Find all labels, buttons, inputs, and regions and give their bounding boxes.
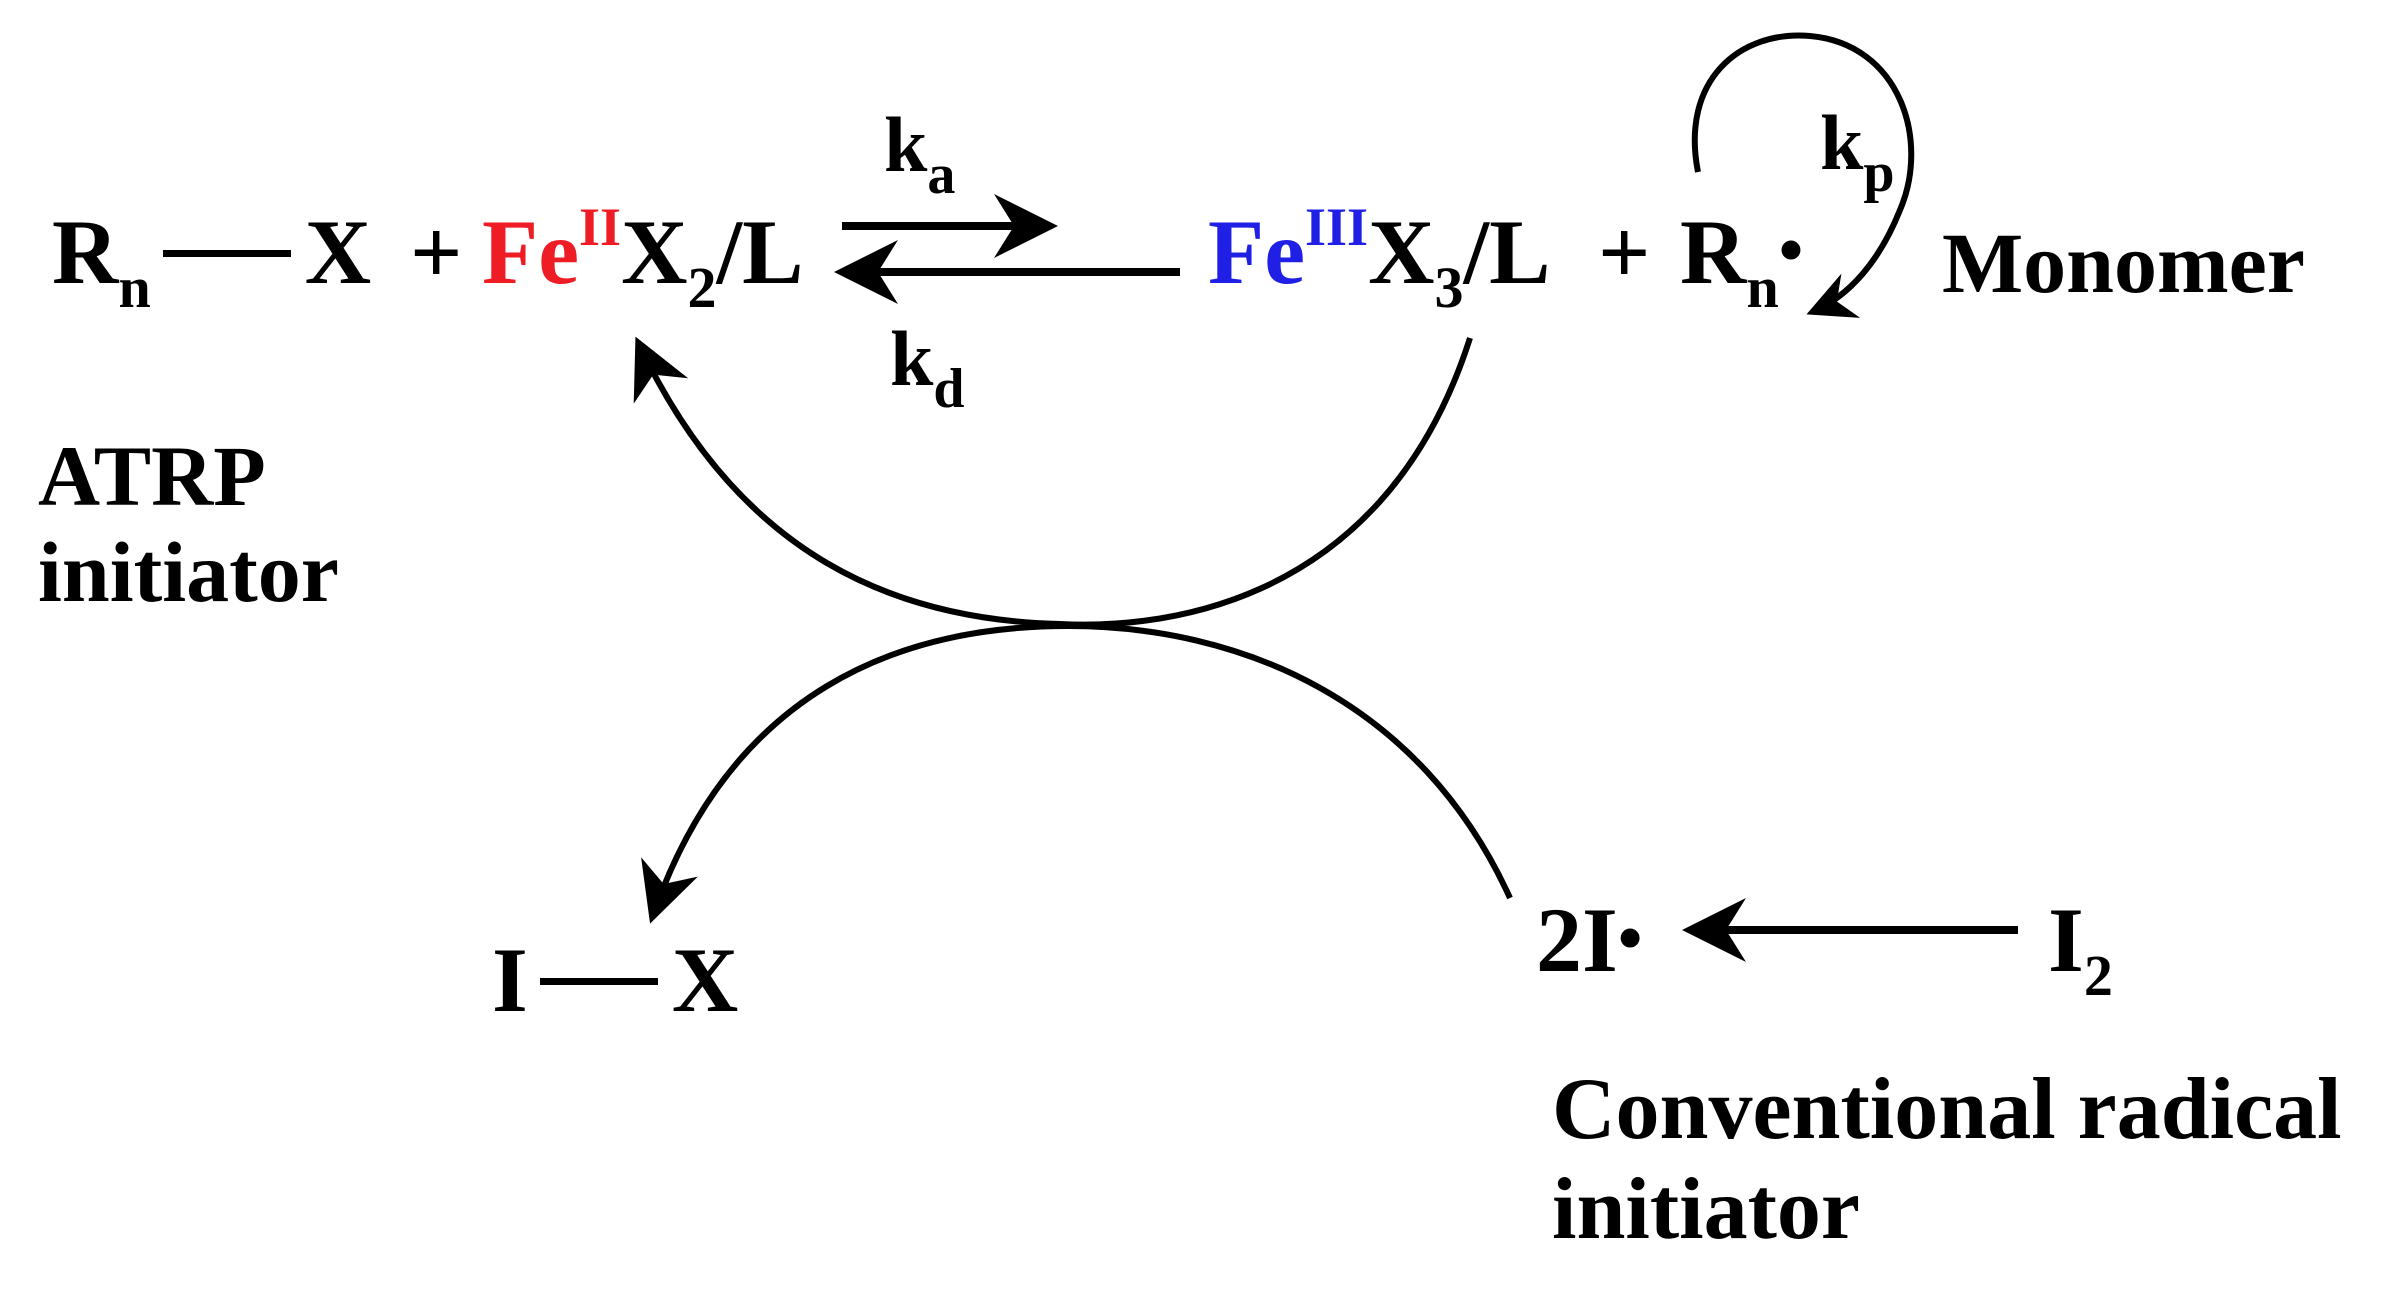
propagating-radical: Rn• bbox=[1680, 206, 1804, 317]
plus-sign-1: + bbox=[410, 201, 463, 303]
radical-subscript: n bbox=[1746, 255, 1779, 320]
atrp-initiator-line1: ATRP bbox=[38, 428, 266, 524]
rn-subscript: n bbox=[118, 255, 151, 320]
ix-i-symbol: I bbox=[492, 929, 528, 1031]
two-i-radical-dot: • bbox=[1617, 900, 1643, 977]
fe-iii-oxidation-state: III bbox=[1305, 197, 1369, 257]
radical-dot: • bbox=[1778, 212, 1804, 289]
atrp-initiator-line2: initiator bbox=[38, 524, 339, 621]
conventional-initiator-line2: initiator bbox=[1552, 1161, 1860, 1259]
two-i-symbol: 2I bbox=[1536, 889, 1618, 991]
conventional-initiator-line1: Conventional radical bbox=[1552, 1061, 2342, 1158]
kd-symbol: k bbox=[890, 315, 934, 402]
atrp-initiator-label: ATRP initiator bbox=[38, 428, 339, 621]
i2-subscript: 2 bbox=[2083, 943, 2113, 1008]
rn-x-bond bbox=[162, 250, 291, 258]
conventional-initiator-i2: I2 bbox=[2048, 894, 2113, 1005]
ka-subscript: a bbox=[927, 144, 956, 206]
lower-cycle-arc bbox=[641, 622, 1513, 924]
fe-iii-halide-subscript: 3 bbox=[1434, 255, 1464, 320]
rate-constant-kd: kd bbox=[890, 320, 965, 418]
halogen-x: X bbox=[304, 201, 372, 303]
fe-iii-symbol: Fe bbox=[1208, 201, 1306, 303]
radical-r-symbol: R bbox=[1680, 201, 1747, 303]
propagation-loop-arrow bbox=[1691, 32, 1915, 318]
iron-ii-complex: FeIIX2/L bbox=[482, 200, 803, 317]
plus-sign-2: + bbox=[1598, 201, 1651, 303]
fe-ii-symbol: Fe bbox=[482, 201, 580, 303]
ix-bond bbox=[539, 978, 658, 986]
fe-iii-ligand: /L bbox=[1463, 201, 1551, 303]
rate-constant-kp: kp bbox=[1820, 104, 1895, 202]
fe-ii-halide: X bbox=[621, 201, 688, 303]
kp-symbol: k bbox=[1820, 99, 1864, 186]
ix-x-symbol: X bbox=[671, 929, 739, 1031]
kp-subscript: p bbox=[1863, 142, 1895, 204]
rn-symbol: R bbox=[52, 201, 119, 303]
fe-ii-ligand: /L bbox=[716, 201, 804, 303]
rate-constant-ka: ka bbox=[884, 106, 955, 204]
i2-symbol: I bbox=[2048, 889, 2084, 991]
ka-symbol: k bbox=[884, 101, 928, 188]
fe-ii-halide-subscript: 2 bbox=[687, 255, 717, 320]
conventional-initiator-label: Conventional radical initiator bbox=[1552, 1060, 2342, 1261]
fe-ii-oxidation-state: II bbox=[579, 197, 622, 257]
fe-iii-halide: X bbox=[1368, 201, 1435, 303]
kd-subscript: d bbox=[933, 358, 965, 420]
initiator-radicals-2i: 2I• bbox=[1536, 894, 1642, 986]
monomer-label: Monomer bbox=[1942, 215, 2305, 311]
upper-cycle-arc bbox=[633, 336, 1473, 628]
iron-iii-complex: FeIIIX3/L bbox=[1208, 200, 1550, 317]
